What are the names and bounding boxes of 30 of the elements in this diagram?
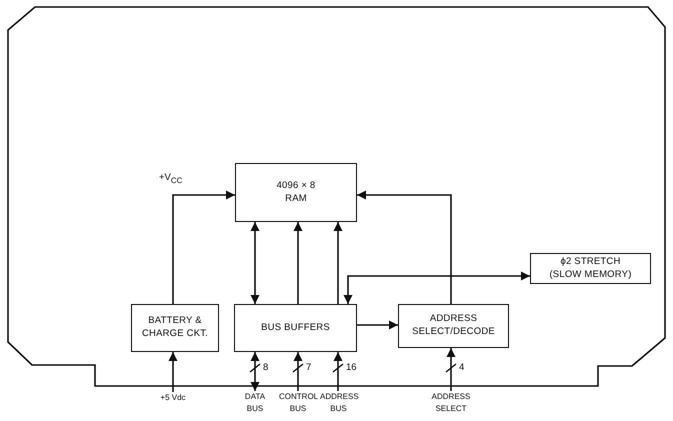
- arrow: [168, 352, 178, 392]
- arrow: [172, 190, 235, 304]
- block-label: ADDRESS SELECT/DECODE: [411, 313, 496, 339]
- block-box: [530, 253, 651, 284]
- block-label: BUS BUFFERS: [261, 322, 330, 334]
- arrow: [344, 272, 530, 304]
- arrow: [250, 352, 260, 391]
- block-label: BATTERY & CHARGE CKT.: [140, 315, 210, 341]
- block-box: [235, 163, 357, 222]
- block-box: [398, 304, 509, 348]
- arrow: [250, 222, 260, 304]
- arrow: [357, 190, 452, 304]
- arrow: [357, 320, 398, 330]
- edge-label: 16: [345, 362, 358, 374]
- arrow: [334, 352, 342, 391]
- edge-label: +V$_{CC}$: [158, 172, 184, 186]
- signal-label: CONTROL BUS: [279, 391, 317, 414]
- signal-label: DATA BUS: [244, 391, 266, 414]
- signal-label: ADDRESS SELECT: [430, 391, 472, 414]
- arrow: [294, 222, 302, 304]
- block-box: [131, 304, 219, 352]
- block-box: [234, 304, 357, 352]
- signal-label: +5 Vdc: [160, 392, 186, 404]
- block-label: ϕ2 STRETCH (SLOW MEMORY): [548, 256, 633, 282]
- signal-label: ADDRESS BUS: [320, 391, 357, 414]
- arrow: [294, 352, 302, 391]
- arrow: [334, 222, 342, 304]
- edge-label: 8: [262, 362, 270, 374]
- arrow: [446, 348, 456, 391]
- block-label: 4096 × 8 RAM: [276, 180, 316, 206]
